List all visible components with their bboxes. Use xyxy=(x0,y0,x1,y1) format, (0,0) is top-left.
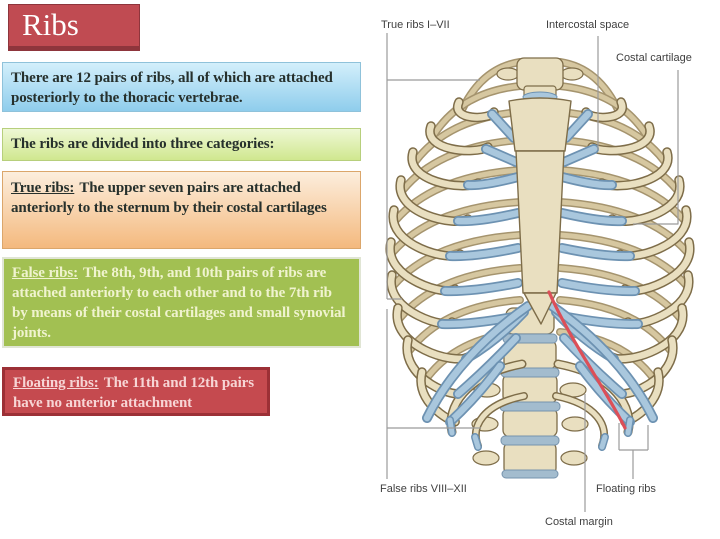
false-ribs-box: False ribs:The 8th, 9th, and 10th pairs … xyxy=(2,257,361,348)
title-box: Ribs xyxy=(8,4,140,51)
intro-text: There are 12 pairs of ribs, all of which… xyxy=(11,70,333,106)
categories-box: The ribs are divided into three categori… xyxy=(2,128,361,161)
false-ribs-text: The 8th, 9th, and 10th pairs of ribs are… xyxy=(12,265,346,341)
floating-ribs-heading: Floating ribs: xyxy=(13,375,99,391)
label-intercostal-space: Intercostal space xyxy=(546,19,630,31)
intro-box: There are 12 pairs of ribs, all of which… xyxy=(2,62,361,112)
floating-ribs-text: The 11th and 12th pairs have no anterior… xyxy=(13,375,254,411)
label-false-ribs: False ribs VIII–XII xyxy=(380,483,467,495)
floating-ribs-box: Floating ribs:The 11th and 12th pairs ha… xyxy=(2,367,270,416)
true-ribs-box: True ribs:The upper seven pairs are atta… xyxy=(2,171,361,249)
label-costal-cartilage: Costal cartilage xyxy=(616,52,692,64)
true-ribs-heading: True ribs: xyxy=(11,180,75,196)
label-costal-margin: Costal margin xyxy=(545,516,613,528)
label-true-ribs: True ribs I–VII xyxy=(381,19,450,31)
label-floating-ribs: Floating ribs xyxy=(596,483,656,495)
false-ribs-heading: False ribs: xyxy=(12,265,78,281)
true-ribs-text: The upper seven pairs are attached anter… xyxy=(11,180,327,216)
page-title: Ribs xyxy=(22,7,79,42)
ribcage-illustration xyxy=(385,33,695,512)
categories-text: The ribs are divided into three categori… xyxy=(11,136,275,152)
